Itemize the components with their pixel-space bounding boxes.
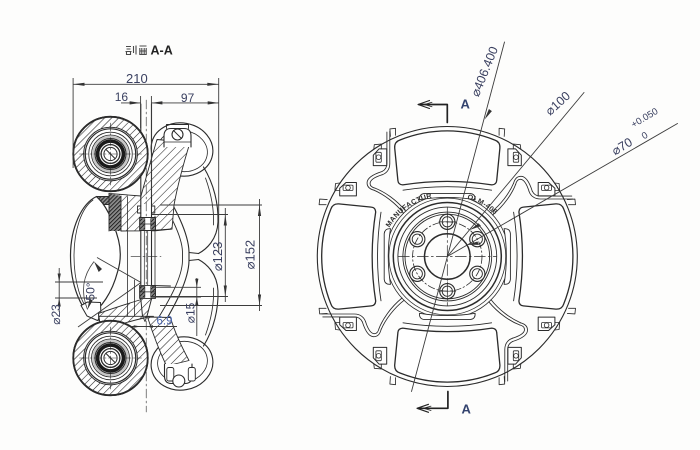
svg-text:16: 16 (115, 90, 129, 104)
svg-text:⌀23: ⌀23 (49, 304, 63, 325)
svg-text:50°: 50° (84, 282, 98, 300)
svg-text:⌀152: ⌀152 (243, 240, 258, 270)
svg-text:6.9: 6.9 (157, 316, 173, 328)
svg-text:210: 210 (126, 71, 148, 86)
svg-text:97: 97 (181, 91, 195, 105)
svg-text:⌀123: ⌀123 (210, 242, 225, 272)
svg-text:⌀15: ⌀15 (183, 302, 197, 323)
svg-text:A-A: A-A (151, 44, 173, 58)
svg-text:A: A (462, 402, 472, 417)
svg-text:0: 0 (640, 130, 650, 142)
svg-text:A: A (461, 97, 471, 112)
